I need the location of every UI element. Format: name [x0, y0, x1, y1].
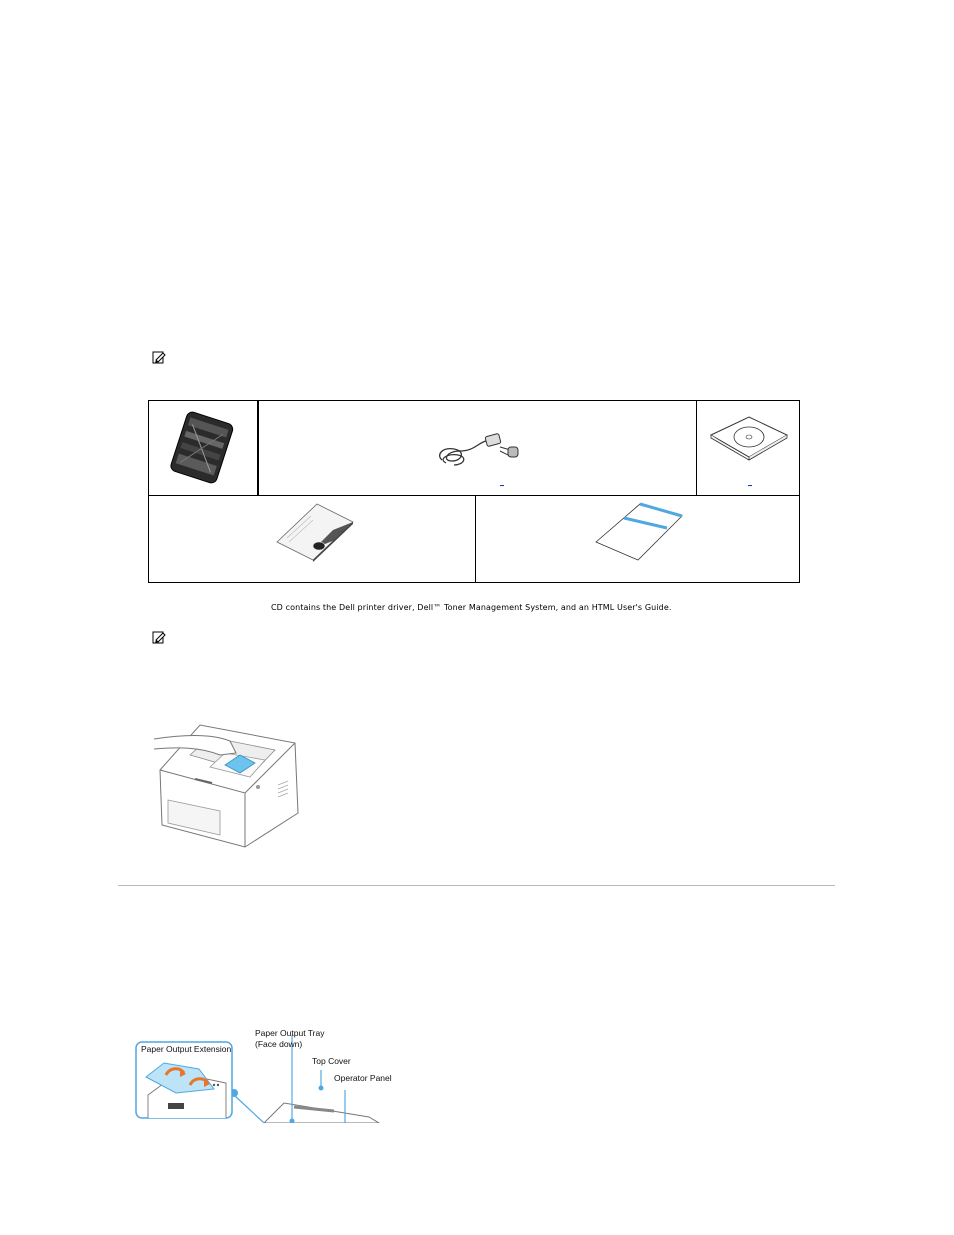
toner-cartridge-cell	[149, 401, 259, 496]
paper-output-extension-label: Paper Output Extension	[141, 1044, 232, 1054]
power-cord-image	[439, 433, 519, 466]
printer-front-view-illustration	[135, 1035, 380, 1123]
paper-output-tray-label: Paper Output Tray	[255, 1028, 325, 1038]
package-contents-table: _ _	[148, 400, 800, 583]
power-cord-link[interactable]: _	[500, 477, 504, 486]
setup-diagram-image	[595, 502, 683, 561]
paper-output-tray-sublabel: (Face down)	[255, 1039, 303, 1049]
note-pencil-icon	[152, 631, 166, 644]
operator-panel-label: Operator Panel	[334, 1073, 392, 1083]
toner-cartridge-image	[170, 411, 234, 484]
cd-cell: _	[697, 401, 799, 496]
cd-link[interactable]: _	[748, 477, 752, 486]
note-pencil-icon	[152, 351, 166, 364]
cd-contents-caption: CD contains the Dell printer driver, Del…	[271, 603, 672, 612]
power-cord-cell: _	[259, 401, 697, 496]
owners-manual-cell	[149, 496, 476, 582]
owners-manual-image	[276, 503, 354, 562]
printer-remove-tape-illustration	[153, 724, 299, 848]
cd-image	[709, 416, 789, 461]
section-divider	[118, 885, 835, 886]
setup-diagram-cell	[476, 496, 799, 582]
top-cover-label: Top Cover	[312, 1056, 351, 1066]
printer-parts-figure: Paper Output Extension Paper Output Tray…	[134, 1025, 394, 1123]
